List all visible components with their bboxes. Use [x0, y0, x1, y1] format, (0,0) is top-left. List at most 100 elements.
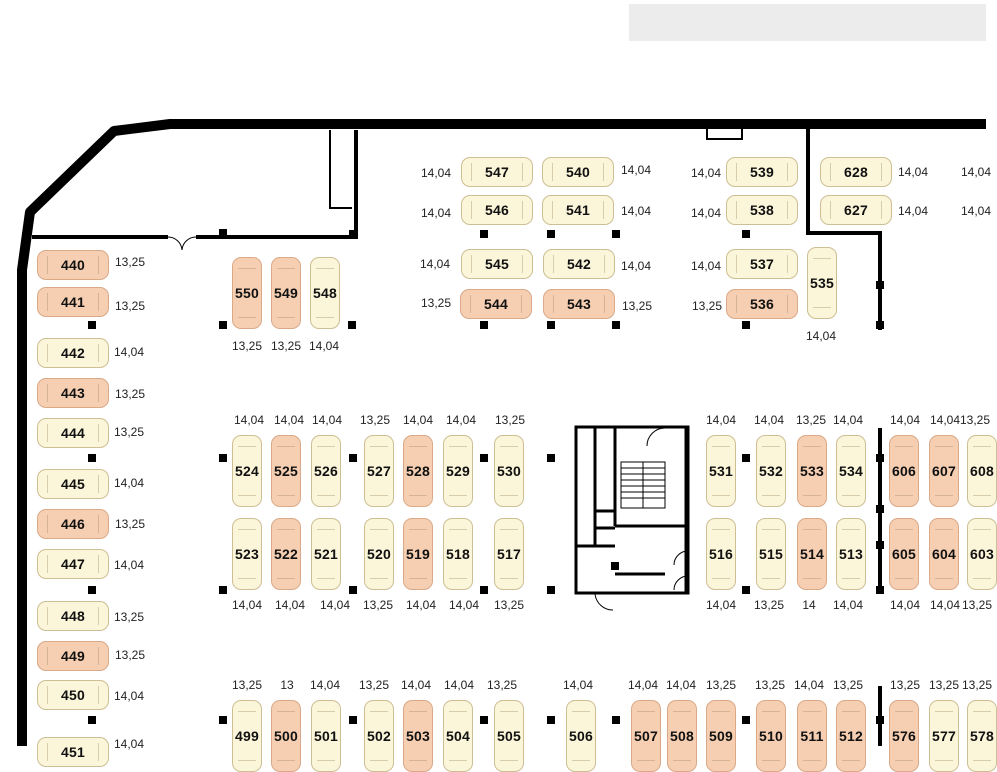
parking-spot-541[interactable]: 541	[542, 195, 614, 225]
spot-number: 539	[750, 164, 774, 180]
parking-spot-528[interactable]: 528	[403, 435, 433, 507]
parking-spot-605[interactable]: 605	[889, 518, 919, 590]
column-pillar	[876, 716, 884, 724]
parking-spot-447[interactable]: 447	[37, 549, 109, 579]
parking-spot-517[interactable]: 517	[494, 518, 524, 590]
parking-spot-539[interactable]: 539	[726, 157, 798, 187]
spot-area-label: 13,25	[928, 678, 960, 692]
parking-spot-525[interactable]: 525	[271, 435, 301, 507]
parking-spot-523[interactable]: 523	[232, 518, 262, 590]
spot-number: 443	[61, 385, 85, 401]
parking-spot-446[interactable]: 446	[37, 509, 109, 539]
parking-spot-445[interactable]: 445	[37, 469, 109, 499]
parking-spot-521[interactable]: 521	[311, 518, 341, 590]
parking-spot-451[interactable]: 451	[37, 737, 109, 767]
parking-floor-plan: 547 540 539 628 546 541 538 627 545 542 537 535 544 5…	[17, 4, 997, 772]
spot-number: 545	[485, 256, 509, 272]
parking-spot-522[interactable]: 522	[271, 518, 301, 590]
spot-area-label: 13,25	[113, 425, 145, 439]
column-pillar	[219, 586, 227, 594]
parking-spot-442[interactable]: 442	[37, 338, 109, 368]
parking-spot-449[interactable]: 449	[37, 641, 109, 671]
parking-spot-526[interactable]: 526	[311, 435, 341, 507]
parking-spot-514[interactable]: 514	[797, 518, 827, 590]
parking-spot-545[interactable]: 545	[461, 249, 533, 279]
parking-spot-604[interactable]: 604	[929, 518, 959, 590]
parking-spot-544[interactable]: 544	[460, 289, 532, 319]
parking-spot-606[interactable]: 606	[889, 435, 919, 507]
column-pillar	[547, 454, 555, 462]
spot-area-label: 13,25	[494, 413, 526, 427]
parking-spot-450[interactable]: 450	[37, 680, 109, 710]
parking-spot-538[interactable]: 538	[726, 195, 798, 225]
parking-spot-628[interactable]: 628	[820, 157, 892, 187]
parking-spot-515[interactable]: 515	[756, 518, 786, 590]
spot-number: 606	[892, 463, 916, 479]
spot-area-label: 14,04	[273, 413, 305, 427]
parking-spot-513[interactable]: 513	[836, 518, 866, 590]
spot-number: 546	[485, 202, 509, 218]
column-pillar	[612, 321, 620, 329]
parking-spot-546[interactable]: 546	[461, 195, 533, 225]
parking-spot-505[interactable]: 505	[494, 700, 524, 772]
parking-spot-440[interactable]: 440	[37, 250, 109, 280]
parking-spot-550[interactable]: 550	[232, 257, 262, 329]
parking-spot-448[interactable]: 448	[37, 601, 109, 631]
parking-spot-507[interactable]: 507	[631, 700, 661, 772]
column-pillar	[348, 321, 356, 329]
parking-spot-530[interactable]: 530	[494, 435, 524, 507]
parking-spot-578[interactable]: 578	[967, 700, 997, 772]
parking-spot-549[interactable]: 549	[271, 257, 301, 329]
parking-spot-518[interactable]: 518	[443, 518, 473, 590]
parking-spot-531[interactable]: 531	[706, 435, 736, 507]
parking-spot-547[interactable]: 547	[461, 157, 533, 187]
parking-spot-532[interactable]: 532	[756, 435, 786, 507]
parking-spot-511[interactable]: 511	[797, 700, 827, 772]
parking-spot-510[interactable]: 510	[756, 700, 786, 772]
parking-spot-441[interactable]: 441	[37, 287, 109, 317]
parking-spot-534[interactable]: 534	[836, 435, 866, 507]
parking-spot-603[interactable]: 603	[967, 518, 997, 590]
parking-spot-608[interactable]: 608	[967, 435, 997, 507]
top-banner	[629, 4, 986, 41]
parking-spot-529[interactable]: 529	[443, 435, 473, 507]
parking-spot-607[interactable]: 607	[929, 435, 959, 507]
parking-spot-444[interactable]: 444	[37, 418, 109, 448]
parking-spot-520[interactable]: 520	[364, 518, 394, 590]
spot-area-label: 14,04	[562, 678, 594, 692]
parking-spot-537[interactable]: 537	[726, 249, 798, 279]
column-pillar	[612, 716, 620, 724]
parking-spot-503[interactable]: 503	[403, 700, 433, 772]
parking-spot-502[interactable]: 502	[364, 700, 394, 772]
parking-spot-524[interactable]: 524	[232, 435, 262, 507]
parking-spot-536[interactable]: 536	[726, 289, 798, 319]
parking-spot-548[interactable]: 548	[310, 257, 340, 329]
spot-number: 628	[844, 164, 868, 180]
parking-spot-512[interactable]: 512	[836, 700, 866, 772]
parking-spot-499[interactable]: 499	[232, 700, 262, 772]
parking-spot-506[interactable]: 506	[566, 700, 596, 772]
parking-spot-577[interactable]: 577	[929, 700, 959, 772]
parking-spot-519[interactable]: 519	[403, 518, 433, 590]
parking-spot-443[interactable]: 443	[37, 378, 109, 408]
spot-area-label: 14,04	[620, 204, 652, 218]
parking-spot-533[interactable]: 533	[797, 435, 827, 507]
parking-spot-576[interactable]: 576	[889, 700, 919, 772]
parking-spot-501[interactable]: 501	[311, 700, 341, 772]
spot-area-label: 14,04	[308, 339, 340, 353]
parking-spot-508[interactable]: 508	[667, 700, 697, 772]
spot-number: 503	[406, 728, 430, 744]
parking-spot-535[interactable]: 535	[807, 247, 837, 319]
parking-spot-540[interactable]: 540	[542, 157, 614, 187]
column-pillar	[219, 454, 227, 462]
parking-spot-527[interactable]: 527	[364, 435, 394, 507]
parking-spot-516[interactable]: 516	[706, 518, 736, 590]
parking-spot-543[interactable]: 543	[543, 289, 615, 319]
parking-spot-627[interactable]: 627	[820, 195, 892, 225]
parking-spot-500[interactable]: 500	[271, 700, 301, 772]
column-pillar	[876, 454, 884, 462]
parking-spot-504[interactable]: 504	[443, 700, 473, 772]
parking-spot-509[interactable]: 509	[706, 700, 736, 772]
spot-number: 502	[367, 728, 391, 744]
parking-spot-542[interactable]: 542	[543, 249, 615, 279]
